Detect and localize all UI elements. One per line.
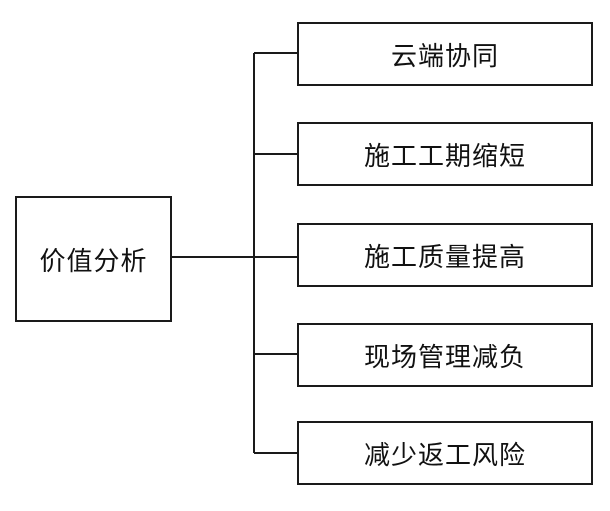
child-node-reduced-rework-risk: 减少返工风险 [297, 421, 593, 485]
child-node-shorter-construction-period: 施工工期缩短 [297, 122, 593, 186]
child-node-label: 施工质量提高 [363, 242, 526, 273]
child-node-reduced-site-management-burden: 现场管理减负 [297, 323, 593, 387]
child-node-label: 云端协同 [390, 41, 499, 72]
child-node-label: 现场管理减负 [363, 342, 526, 373]
child-node-cloud-collaboration: 云端协同 [297, 22, 593, 86]
root-node-value-analysis: 价值分析 [15, 196, 172, 322]
root-node-label: 价值分析 [39, 246, 148, 277]
child-node-label: 减少返工风险 [363, 440, 526, 471]
child-node-label: 施工工期缩短 [363, 141, 526, 172]
child-node-improved-construction-quality: 施工质量提高 [297, 223, 593, 287]
